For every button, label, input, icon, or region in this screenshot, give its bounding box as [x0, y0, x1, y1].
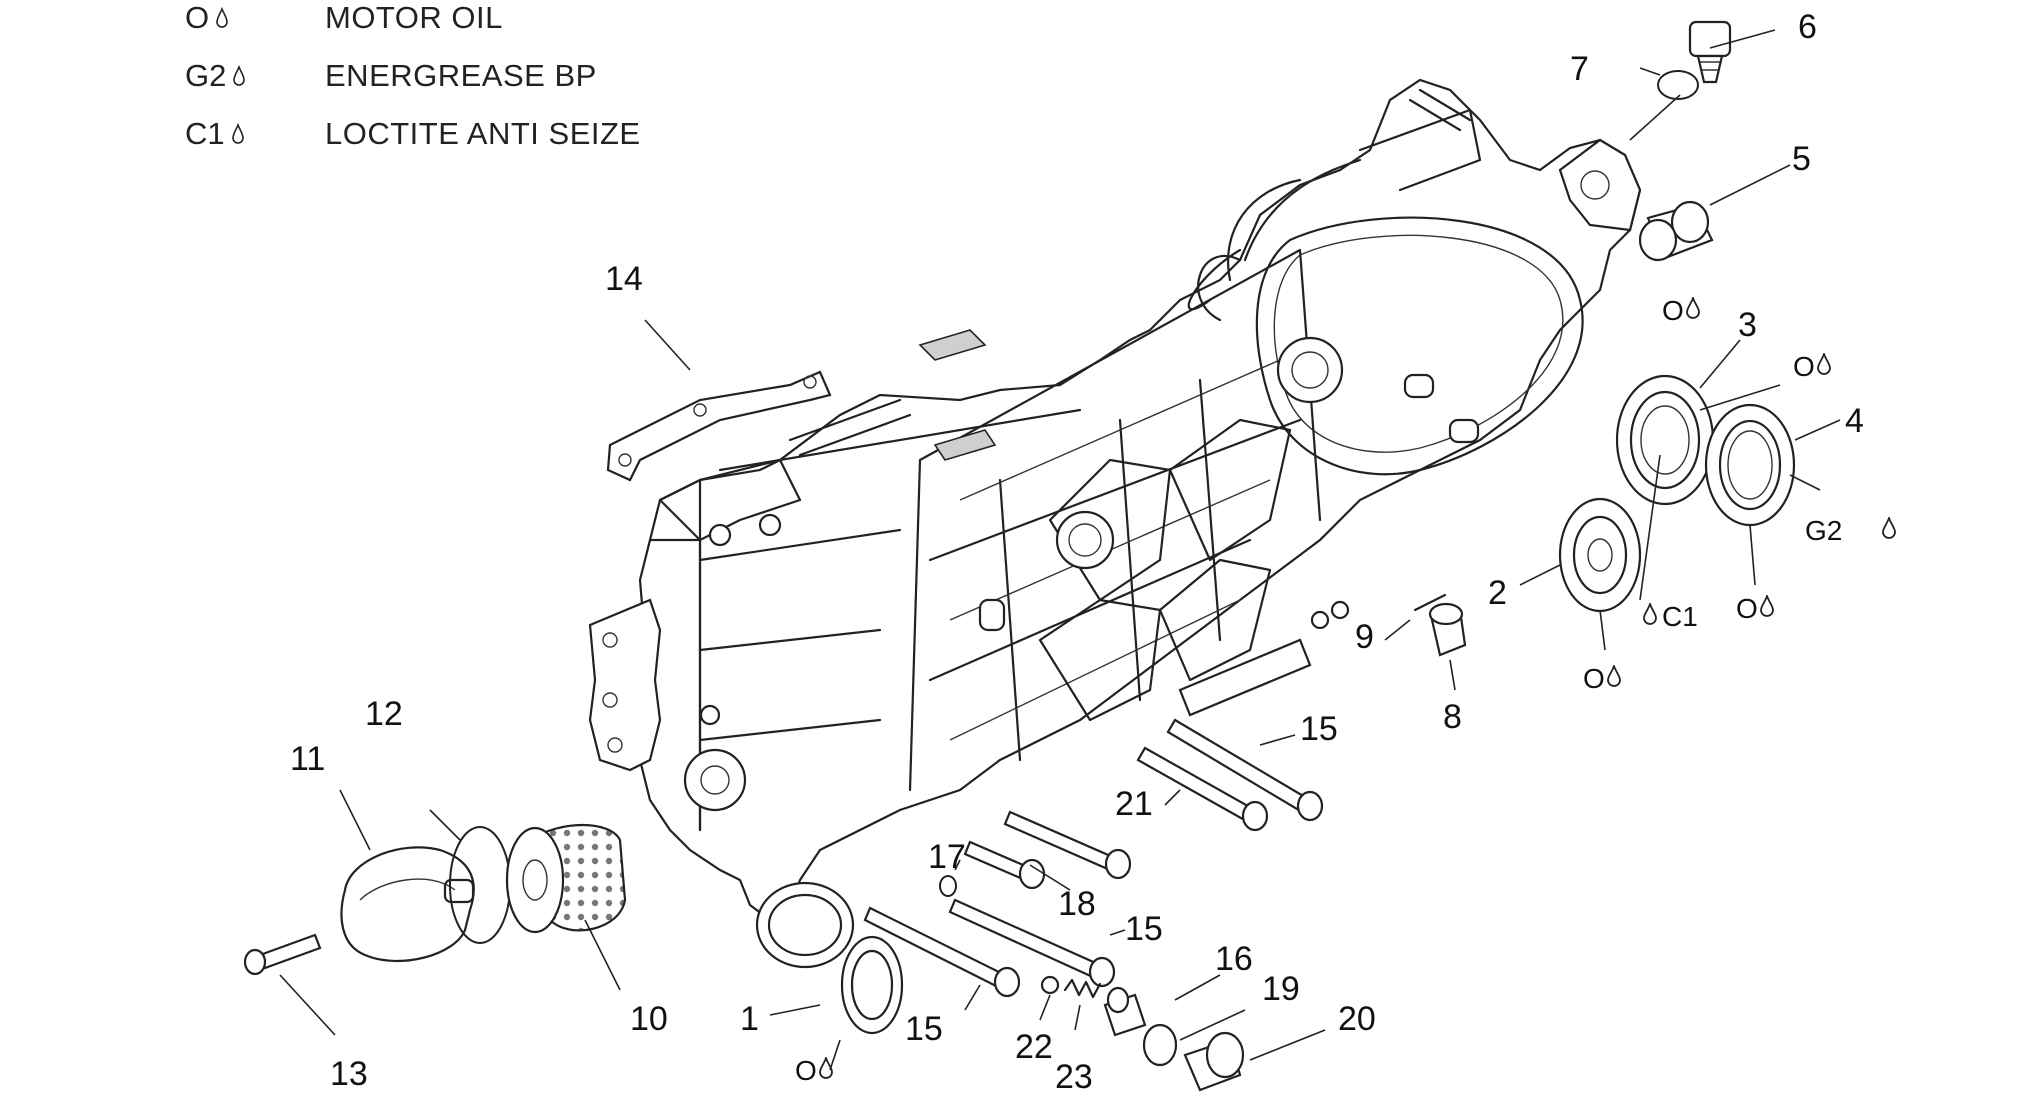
bolt-18 [963, 840, 1046, 890]
pin-9 [1413, 593, 1447, 612]
spec-mark: O [1793, 351, 1815, 382]
bearing-2 [1558, 497, 1642, 613]
legend-code: O [185, 0, 210, 35]
droplet-icon [1607, 665, 1621, 687]
spec-mark: C1 [1662, 601, 1698, 632]
spring-23 [1063, 978, 1102, 999]
crankcase-half [638, 78, 1642, 969]
piston-16 [1103, 986, 1147, 1037]
leader-lines [279, 29, 1841, 1071]
legend-code: G2 [185, 58, 227, 93]
washer-17 [939, 875, 957, 897]
callout-label: 18 [1058, 885, 1096, 923]
callout-label: 23 [1055, 1058, 1093, 1096]
callout-label: 2 [1488, 574, 1507, 612]
droplet-icon [1817, 353, 1831, 375]
callout-labels: 6 7 5 3 4 2 9 8 14 15 21 17 18 15 16 19 … [290, 8, 1864, 1096]
droplet-icon [1686, 297, 1700, 319]
callout-label: 21 [1115, 785, 1153, 823]
legend-row-loctite: C1 LOCTITE ANTI SEIZE [185, 116, 885, 174]
legend-description: LOCTITE ANTI SEIZE [325, 116, 641, 151]
callout-label: 22 [1015, 1028, 1053, 1066]
droplet-icon [1643, 603, 1657, 625]
legend: O MOTOR OIL G2 ENERGREASE BP C1 LOCTITE … [185, 0, 885, 174]
gasket-left [588, 598, 662, 772]
oil-seal-1 [840, 935, 904, 1035]
washer-19 [1142, 1023, 1178, 1067]
legend-code: C1 [185, 116, 225, 151]
callout-label: 20 [1338, 1000, 1376, 1038]
legend-row-motor-oil: O MOTOR OIL [185, 0, 885, 58]
callout-label: 5 [1792, 140, 1811, 178]
callout-label: 11 [290, 740, 325, 778]
droplet-icon [216, 7, 228, 28]
ball-22 [1040, 975, 1060, 995]
droplet-icon [231, 123, 244, 144]
legend-description: ENERGREASE BP [325, 58, 597, 93]
bolt-15-upper [1166, 718, 1324, 822]
bolt-15-middle [948, 898, 1116, 988]
legend-row-energrease: G2 ENERGREASE BP [185, 58, 885, 116]
oil-seal-4 [1704, 403, 1796, 527]
plug-20 [1183, 1031, 1245, 1092]
spec-mark: O [1736, 593, 1758, 624]
callout-label: 14 [605, 260, 643, 298]
oil-filter-cover [340, 846, 475, 963]
cover-screw [243, 933, 322, 976]
callout-label: 15 [1125, 910, 1163, 948]
droplet-icon [233, 65, 246, 86]
bolt-15-lower [863, 906, 1021, 998]
callout-label: 12 [365, 695, 403, 733]
callout-label: 10 [630, 1000, 668, 1038]
callout-label: 19 [1262, 970, 1300, 1008]
spec-mark: O [1583, 663, 1605, 694]
bushing-5 [1638, 200, 1714, 262]
callout-label: 13 [330, 1055, 368, 1093]
droplet-icon [819, 1057, 833, 1079]
callout-label: 15 [1300, 710, 1338, 748]
bearing-3 [1615, 374, 1715, 506]
legend-description: MOTOR OIL [325, 0, 503, 35]
callout-label: 8 [1443, 698, 1462, 736]
bolt-21-lower [1003, 810, 1132, 880]
droplet-icon [1760, 595, 1774, 617]
spec-marks: O O G2 O C1 O O [795, 295, 1896, 1086]
spec-mark: O [795, 1055, 817, 1086]
spec-mark: O [1662, 295, 1684, 326]
callout-label: 1 [740, 1000, 759, 1038]
callout-label: 17 [928, 838, 966, 876]
callout-label: 7 [1570, 50, 1589, 88]
callout-label: 4 [1845, 402, 1864, 440]
callout-label: 15 [905, 1010, 943, 1048]
spec-mark: G2 [1805, 515, 1842, 546]
callout-label: 16 [1215, 940, 1253, 978]
callout-label: 6 [1798, 8, 1817, 46]
plug-8 [1428, 602, 1467, 657]
callout-label: 3 [1738, 306, 1757, 344]
gasket-upper [606, 370, 832, 482]
drain-plug-6 [1688, 20, 1732, 84]
bolt-21 [1136, 746, 1269, 832]
droplet-icon [1882, 517, 1896, 539]
oil-filter-element [505, 824, 627, 934]
washer-7 [1657, 70, 1699, 100]
callout-label: 9 [1355, 618, 1374, 656]
